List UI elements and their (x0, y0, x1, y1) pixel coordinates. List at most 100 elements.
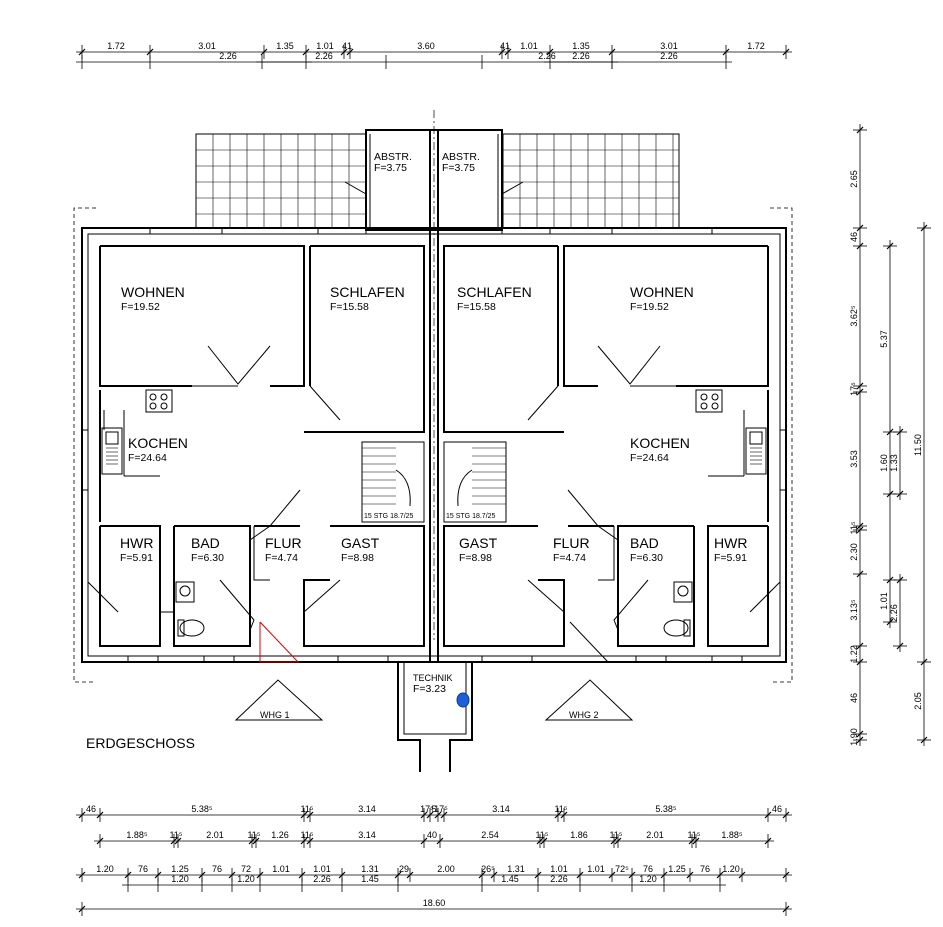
dim-top-6: 41 (500, 41, 510, 51)
dim-b2-10: 1.86 (570, 830, 588, 840)
dim-r1-2: 3.62⁵ (849, 305, 859, 327)
terrace-left (195, 133, 367, 229)
dim-b2-11: 11⁵ (609, 830, 622, 840)
dim-b3s-6: 1.45 (361, 874, 379, 884)
room-bad-right: BAD (630, 535, 659, 551)
dim-r1-4: 3.53 (849, 450, 859, 468)
dim-b3-5: 1.01 (272, 864, 290, 874)
outer-walls (81, 227, 787, 663)
room-technik: TECHNIK (413, 673, 453, 683)
dim-b3s-8: 1.45 (501, 874, 519, 884)
room-gast-right: GAST (459, 535, 498, 551)
dim-r2-0: 5.37 (879, 330, 889, 348)
dim-b1-9: 5.38⁵ (655, 804, 677, 814)
dim-top2c-0: 2.26 (572, 51, 590, 61)
unit-label-left: WHG 1 (260, 710, 290, 720)
technik-room (397, 662, 473, 772)
area-schlafen-right: F=15.58 (457, 301, 496, 313)
dim-b3s-9: 2.26 (550, 874, 568, 884)
dim-r3-0: 11.50 (913, 434, 923, 456)
dim-b3-18: 1.20 (722, 864, 740, 874)
dim-top-8: 1.35 (572, 41, 590, 51)
dim-b2-6: 3.14 (358, 830, 376, 840)
area-hwr-left: F=5.91 (120, 552, 153, 564)
stair-label-left: 15 STG 18.7/25 (364, 513, 414, 520)
dim-b3-11: 1.31 (507, 864, 525, 874)
dim-b1-1: 5.38⁵ (191, 804, 213, 814)
dim-top2-0: 2.26 (315, 51, 333, 61)
room-kochen-left: KOCHEN (128, 435, 188, 451)
area-bad-left: F=6.30 (191, 552, 224, 564)
dim-r2-3: 1.01 (879, 592, 889, 610)
room-abstr-left: ABSTR. (374, 151, 412, 163)
room-abstr-right: ABSTR. (442, 151, 480, 163)
dim-b3-7: 1.31 (361, 864, 379, 874)
dim-b3-1: 76 (138, 864, 148, 874)
dim-b3s-1: 1.20 (171, 874, 189, 884)
dim-b3-13: 1.01 (587, 864, 605, 874)
dim-b3-3: 76 (212, 864, 222, 874)
dim-b1-0: 46 (86, 804, 96, 814)
dim-r1-9: 46 (849, 693, 859, 703)
dim-b2-13: 11⁵ (687, 830, 700, 840)
room-gast-left: GAST (341, 535, 380, 551)
area-flur-left: F=4.74 (265, 552, 298, 564)
entrance-right (544, 679, 634, 721)
dim-b3-6: 1.01 (313, 864, 331, 874)
dim-b3-10: 26⁵ (481, 864, 495, 874)
dim-b3-14: 72⁵ (615, 864, 629, 874)
dim-r1-5: 11⁵ (849, 521, 859, 534)
interior-walls-right (443, 245, 781, 663)
dim-b3-15: 76 (643, 864, 653, 874)
area-schlafen-left: F=15.58 (330, 301, 369, 313)
dim-b2-4: 1.26 (271, 830, 289, 840)
dim-r2b-0: 1.33 (889, 454, 899, 472)
dim-b2-0: 1.88⁵ (126, 830, 148, 840)
room-schlafen-right: SCHLAFEN (457, 284, 532, 300)
stair-left (361, 441, 425, 523)
area-flur-right: F=4.74 (553, 552, 586, 564)
area-wohnen-left: F=19.52 (121, 301, 160, 313)
dim-b2-14: 1.88⁵ (721, 830, 743, 840)
area-technik: F=3.23 (413, 683, 446, 695)
entrance-left (234, 679, 324, 721)
area-hwr-right: F=5.91 (714, 552, 747, 564)
dim-top2-2: 2.26 (538, 51, 556, 61)
storage-rooms (344, 129, 524, 231)
dim-b3-16: 1.25 (668, 864, 686, 874)
dim-r1-8: 1.22 (849, 645, 859, 663)
dim-total-0: 18.60 (423, 898, 446, 908)
area-wohnen-right: F=19.52 (630, 301, 669, 313)
dim-top-4: 41 (342, 41, 352, 51)
dim-r1-10: 1.90 (849, 728, 859, 746)
area-kochen-right: F=24.64 (630, 452, 669, 464)
room-hwr-right: HWR (714, 535, 747, 551)
area-abstr-right: F=3.75 (442, 162, 475, 174)
dim-b2-3: 11⁵ (247, 830, 260, 840)
dim-top-7: 1.01 (520, 41, 538, 51)
dim-b2-2: 2.01 (206, 830, 224, 840)
room-hwr-left: HWR (120, 535, 153, 551)
dim-b1-10: 46 (772, 804, 782, 814)
roof-overhang (73, 110, 793, 683)
dim-b1-2: 11⁵ (300, 804, 313, 814)
dim-r2-1: 1.60 (879, 454, 889, 472)
dim-b1-3: 3.14 (358, 804, 376, 814)
dim-b3-9: 2.00 (437, 864, 455, 874)
interior-walls-left (87, 245, 425, 663)
room-bad-left: BAD (191, 535, 220, 551)
dim-r1-3: 17⁵ (849, 382, 859, 396)
stair-right (443, 441, 507, 523)
dim-top-10: 1.72 (747, 41, 765, 51)
area-gast-left: F=8.98 (341, 552, 374, 564)
dim-r2c-0: 2.26 (889, 604, 899, 622)
dim-r1-6: 2.30 (849, 543, 859, 561)
dim-b3s-3: 1.20 (237, 874, 255, 884)
dim-b3-2: 1.25 (171, 864, 189, 874)
dim-b2-8: 2.54 (481, 830, 499, 840)
dim-top-2: 1.35 (276, 41, 294, 51)
room-schlafen-left: SCHLAFEN (330, 284, 405, 300)
dim-r3-1: 2.05 (913, 692, 923, 710)
